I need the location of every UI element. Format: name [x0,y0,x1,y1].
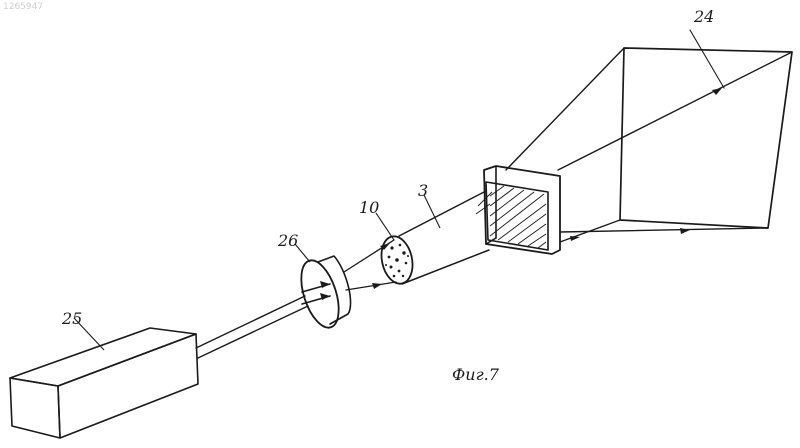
lens [294,256,351,332]
figure-caption: Фиг.7 [452,365,500,384]
label-screen: 24 [693,7,714,26]
label-lens: 26 [277,231,298,250]
document-id: 1265947 [3,2,43,12]
screen [506,30,792,242]
laser-source [10,328,198,438]
object-sample [377,233,416,286]
laser-beam [196,296,308,358]
label-laser: 25 [61,309,82,328]
label-object: 10 [359,198,379,217]
hologram-frame [476,166,560,254]
label-beam: 3 [418,181,428,200]
converging-rays [344,240,396,290]
